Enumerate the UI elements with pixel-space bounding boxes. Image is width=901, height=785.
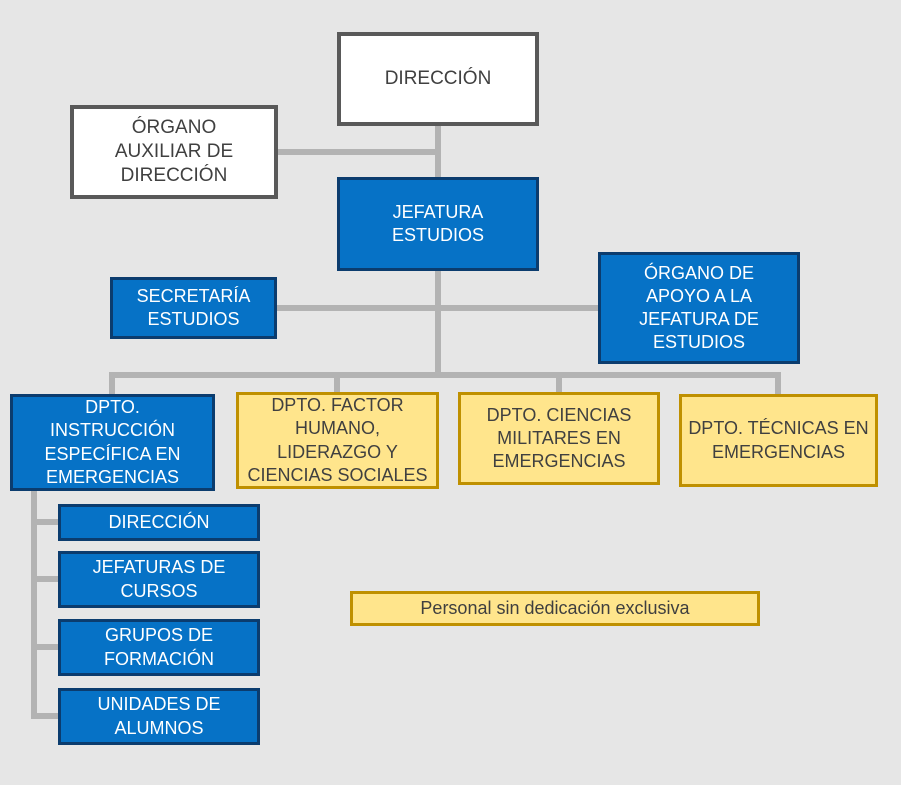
node-dpto-factor-humano: DPTO. FACTOR HUMANO, LIDERAZGO Y CIENCIA… (236, 392, 439, 489)
connector-subtree-vertical (31, 489, 37, 719)
node-dpto-tecnicas-label: DPTO. TÉCNICAS EN EMERGENCIAS (688, 418, 869, 462)
node-sub-direccion: DIRECCIÓN (58, 504, 260, 541)
node-dpto-instruccion-label: DPTO. INSTRUCCIÓN ESPECÍFICA EN EMERGENC… (44, 397, 181, 487)
node-sub-grupos-formacion: GRUPOS DE FORMACIÓN (58, 619, 260, 676)
node-secretaria-estudios-label: SECRETARÍA ESTUDIOS (136, 285, 251, 329)
node-jefatura-estudios: JEFATURA ESTUDIOS (337, 177, 539, 271)
connector-organo-auxiliar (276, 149, 438, 155)
node-jefatura-estudios-label: JEFATURA ESTUDIOS (391, 201, 484, 245)
node-direccion-label: DIRECCIÓN (384, 67, 492, 89)
node-sub-direccion-label: DIRECCIÓN (108, 511, 210, 532)
node-sub-jefaturas-cursos: JEFATURAS DE CURSOS (58, 551, 260, 608)
connector-stub-instruccion (109, 372, 115, 396)
legend-label: Personal sin dedicación exclusiva (420, 598, 690, 618)
node-dpto-ciencias-militares: DPTO. CIENCIAS MILITARES EN EMERGENCIAS (458, 392, 660, 485)
connector-sub-direccion (31, 519, 59, 525)
node-organo-apoyo: ÓRGANO DE APOYO A LA JEFATURA DE ESTUDIO… (598, 252, 800, 364)
node-sub-jefaturas-cursos-label: JEFATURAS DE CURSOS (92, 557, 226, 601)
node-organo-auxiliar: ÓRGANO AUXILIAR DE DIRECCIÓN (70, 105, 278, 199)
node-secretaria-estudios: SECRETARÍA ESTUDIOS (110, 277, 277, 339)
node-dpto-ciencias-militares-label: DPTO. CIENCIAS MILITARES EN EMERGENCIAS (486, 404, 632, 472)
connector-departments-bus (109, 372, 781, 378)
connector-jefatura-bus (435, 269, 441, 378)
connector-stub-factor-humano (334, 372, 340, 394)
legend-box: Personal sin dedicación exclusiva (350, 591, 760, 626)
node-sub-unidades-alumnos: UNIDADES DE ALUMNOS (58, 688, 260, 745)
connector-sub-unidades (31, 713, 59, 719)
connector-stub-ciencias-militares (556, 372, 562, 394)
connector-stub-tecnicas (775, 372, 781, 396)
connector-sub-grupos (31, 644, 59, 650)
connector-sub-jefaturas (31, 576, 59, 582)
connector-secretaria-apoyo (275, 305, 600, 311)
node-organo-apoyo-label: ÓRGANO DE APOYO A LA JEFATURA DE ESTUDIO… (639, 262, 759, 353)
node-direccion: DIRECCIÓN (337, 32, 539, 126)
node-dpto-tecnicas: DPTO. TÉCNICAS EN EMERGENCIAS (679, 394, 878, 487)
node-sub-grupos-formacion-label: GRUPOS DE FORMACIÓN (104, 625, 214, 669)
node-dpto-instruccion: DPTO. INSTRUCCIÓN ESPECÍFICA EN EMERGENC… (10, 394, 215, 491)
node-sub-unidades-alumnos-label: UNIDADES DE ALUMNOS (97, 694, 221, 738)
connector-direccion-jefatura (435, 124, 441, 179)
node-organo-auxiliar-label: ÓRGANO AUXILIAR DE DIRECCIÓN (114, 116, 234, 187)
node-dpto-factor-humano-label: DPTO. FACTOR HUMANO, LIDERAZGO Y CIENCIA… (247, 395, 428, 485)
